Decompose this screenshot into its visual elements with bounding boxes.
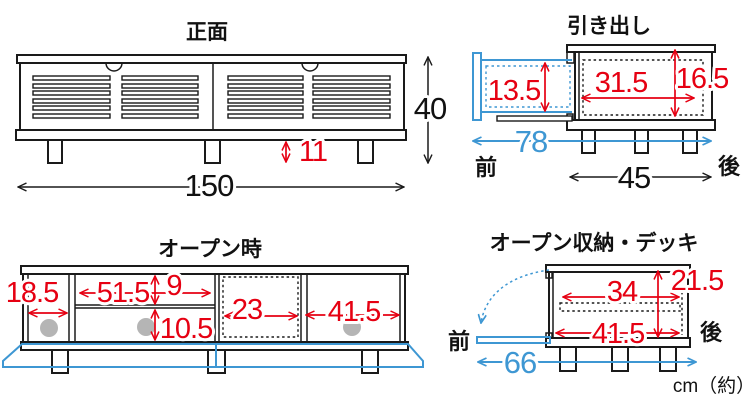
dim-label-front-total-height: 40 [414, 91, 447, 126]
dim-label-open-center-width: 23 [232, 294, 262, 326]
front-leg-left [47, 139, 63, 164]
dim-label-front-total-width: 150 [185, 168, 234, 203]
unit-note: cm（約） [673, 375, 750, 397]
front-leg-center [204, 139, 221, 164]
drawer-back-side-label: 後 [718, 154, 741, 179]
storage-leg-back [659, 346, 677, 372]
dim-label-open-lower-height: 10.5 [160, 313, 212, 345]
storage-front-side-label: 前 [448, 329, 470, 354]
dim-label-drawer-body-depth: 45 [618, 160, 650, 195]
cord-hole-left [40, 319, 58, 337]
dim-label-storage-bottom-depth: 41.5 [592, 318, 644, 350]
front-door-handle-notch-left [105, 62, 123, 72]
drawer-top-board [566, 44, 716, 53]
drawer-front-panel [472, 52, 482, 121]
dim-drawer-body-depth: 45 [570, 157, 711, 198]
dim-open-lower-height: 10.5 [155, 310, 216, 348]
dim-storage-bottom-depth: 41.5 [556, 315, 679, 353]
front-view: 正面 [15, 21, 451, 206]
pulled-out-drawer-drawing [472, 52, 573, 122]
front-door-handle-notch-right [301, 62, 319, 72]
dim-label-drawer-inner-width: 31.5 [595, 67, 647, 99]
louver-slats-panel-1 [32, 75, 111, 119]
drawer-inner-dashed-outline [582, 59, 704, 116]
opened-flap-door-flat [476, 336, 551, 344]
open-cabinet-drawing [2, 265, 424, 374]
open-leg-left [51, 349, 69, 374]
dim-open-upper-height: 9 [155, 267, 186, 305]
dim-label-open-right-width: 41.5 [328, 296, 380, 328]
dim-drawer-inner-width: 31.5 [582, 64, 694, 99]
drawer-view-title: 引き出し [567, 15, 651, 38]
drawer-view: 引き出し 13.5 31.5 16. [472, 15, 741, 198]
drawer-slide-rail [496, 115, 573, 122]
dim-open-shelf-width: 51.5 [80, 274, 210, 312]
dim-label-drawer-pulled-out-depth: 78 [515, 124, 547, 159]
storage-top-board [545, 264, 691, 273]
drawer-box-outline [480, 59, 572, 113]
dim-drawer-inner-height-back: 16.5 [675, 50, 732, 116]
dim-open-left-width: 18.5 [3, 274, 67, 313]
dim-open-right-width: 41.5 [306, 293, 399, 331]
open-flap-opening-dashed [222, 276, 299, 338]
dim-drawer-pulled-out-depth: 78 [473, 121, 711, 162]
dim-label-storage-open-depth: 66 [504, 345, 536, 380]
drawer-top-board-lip [566, 51, 575, 64]
louver-slats-panel-3 [227, 75, 304, 119]
dim-label-open-left-width: 18.5 [6, 277, 58, 309]
front-leg-right [357, 139, 374, 164]
front-cabinet-drawing [15, 54, 407, 164]
opened-flap-doors-outline [2, 343, 424, 368]
cord-hole-right [343, 318, 361, 336]
front-top-board [16, 54, 407, 64]
front-view-title: 正面 [186, 21, 228, 44]
dim-front-leg-height: 11 [286, 133, 331, 171]
cord-hole-center [137, 318, 155, 336]
dim-drawer-inner-height-front: 13.5 [485, 63, 545, 111]
drawer-bottom-board [566, 119, 716, 131]
dim-label-drawer-inner-height-back: 16.5 [676, 63, 728, 95]
dim-front-total-height: 40 [411, 57, 451, 163]
louver-slats-panel-2 [121, 75, 199, 119]
front-body [19, 62, 405, 131]
front-bottom-board [15, 129, 407, 141]
storage-leg-middle [611, 346, 629, 372]
louver-slats-panel-4 [312, 75, 391, 119]
dim-storage-inner-height: 21.5 [658, 262, 727, 337]
drawer-box-inner-dashed [485, 65, 571, 108]
dim-label-open-shelf-width: 51.5 [97, 277, 149, 309]
storage-shelf-dashed-outline [559, 302, 681, 312]
open-view: オープン時 18.5 [2, 237, 424, 374]
storage-leg-front [559, 346, 577, 372]
dim-storage-open-depth: 66 [478, 342, 696, 383]
drawer-cabinet-drawing [566, 44, 716, 154]
dim-label-storage-inner-depth: 34 [607, 276, 638, 308]
open-leg-right [361, 349, 379, 374]
dim-storage-inner-depth: 34 [563, 273, 679, 311]
dim-label-drawer-inner-height-front: 13.5 [488, 75, 540, 107]
dim-label-open-upper-height: 9 [166, 270, 181, 302]
dim-front-total-width: 150 [18, 165, 404, 206]
storage-back-side-label: 後 [700, 320, 723, 345]
dim-open-center-width: 23 [225, 291, 297, 329]
open-view-title: オープン時 [158, 237, 262, 261]
dim-label-front-leg-height: 11 [299, 136, 327, 168]
open-storage-view-title: オープン収納・デッキ [490, 231, 699, 255]
open-top-board [20, 265, 409, 275]
drawer-front-side-label: 前 [475, 155, 497, 180]
dim-label-storage-inner-height: 21.5 [671, 265, 723, 297]
open-storage-view: オープン収納・デッキ 34 21.5 41.5 [448, 231, 750, 397]
flap-door-swing-arc [481, 269, 550, 323]
